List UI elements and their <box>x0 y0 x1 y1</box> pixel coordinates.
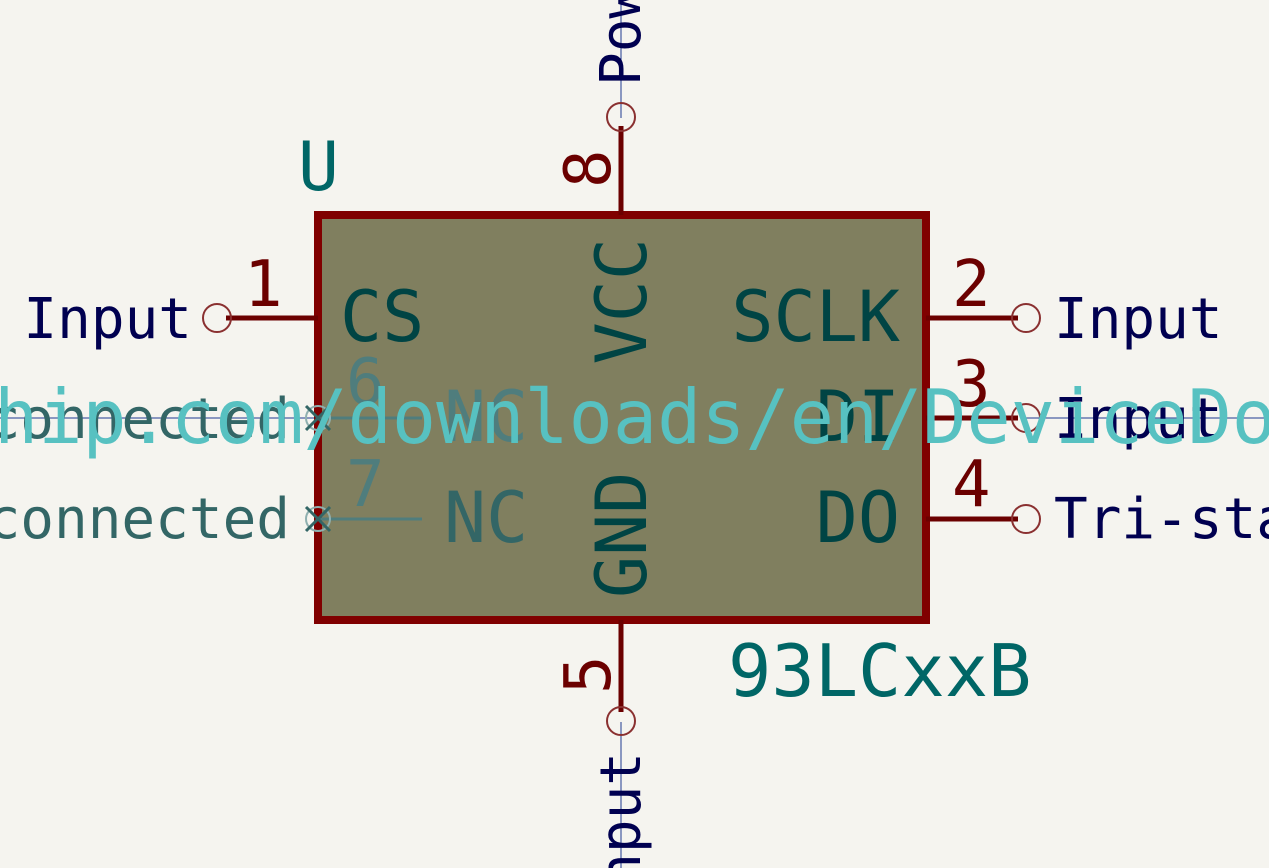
pin-4-number: 4 <box>952 448 991 522</box>
pin-6-no-connect-icon <box>304 404 332 432</box>
pin-3-name: DI <box>816 376 900 458</box>
pin-1-name: CS <box>340 276 424 358</box>
pin-2-name: SCLK <box>731 276 900 358</box>
pin-7-type: connected <box>0 487 290 552</box>
pin-4-connection-circle[interactable] <box>1011 504 1041 534</box>
datasheet-url[interactable]: hip.com/downloads/en/DeviceDo <box>0 373 1269 461</box>
pin-4-name: DO <box>816 477 900 559</box>
pin-6-type: connected <box>0 387 290 452</box>
pin-5-number: 5 <box>552 655 626 694</box>
pin-1-connection-circle[interactable] <box>202 303 232 333</box>
pin-7-no-connect-icon <box>304 505 332 533</box>
reference-designator[interactable]: U <box>298 128 339 207</box>
pin-8-connection-circle[interactable] <box>606 102 636 132</box>
pin-5-name: GND <box>581 472 663 598</box>
component-value[interactable]: 93LCxxB <box>728 629 1031 713</box>
pin-7-number: 7 <box>346 448 385 522</box>
pin-3-number: 3 <box>952 348 991 422</box>
pin-4-type: Tri-stat <box>1054 487 1269 552</box>
pin-7-name: NC <box>444 477 528 559</box>
pin-6-number: 6 <box>346 346 385 420</box>
pin-6-connection-circle[interactable] <box>305 405 331 431</box>
pin-5-type: nput <box>589 752 654 868</box>
pin-8-type: Pow <box>589 0 654 86</box>
pin-3-type: Input <box>1054 387 1223 452</box>
pin-6-name: NC <box>444 376 528 458</box>
pin-3-connection-circle[interactable] <box>1011 403 1041 433</box>
pin-2-number: 2 <box>952 248 991 322</box>
pin-2-type: Input <box>1054 287 1223 352</box>
pin-8-name: VCC <box>581 238 663 364</box>
pin-2-connection-circle[interactable] <box>1011 303 1041 333</box>
pin-8-number: 8 <box>552 149 626 188</box>
pin-5-connection-circle[interactable] <box>606 706 636 736</box>
pin-7-connection-circle[interactable] <box>305 506 331 532</box>
pin-1-number: 1 <box>244 248 283 322</box>
pin-1-type: Input <box>23 287 192 352</box>
